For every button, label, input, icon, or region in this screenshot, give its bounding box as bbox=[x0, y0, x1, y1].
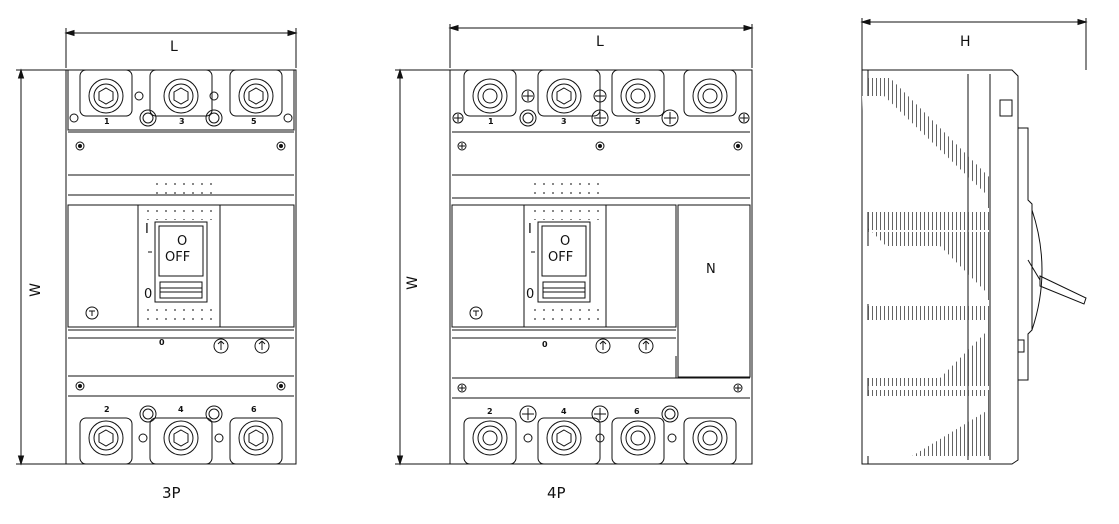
neutral-pole bbox=[677, 204, 751, 378]
side-handle bbox=[1039, 275, 1087, 305]
dimension-label-length: L bbox=[170, 39, 178, 55]
handle-state-symbol: O bbox=[560, 234, 570, 249]
dimension-width-4p bbox=[395, 68, 450, 466]
breaker-handle-4p bbox=[537, 221, 591, 303]
terminal-label-top: 5 bbox=[635, 117, 641, 126]
handle-off-mark: 0 bbox=[526, 287, 534, 302]
dimension-height-side bbox=[860, 18, 1088, 70]
terminal-label-top: 3 bbox=[179, 117, 185, 126]
terminal-label-bottom: 4 bbox=[561, 407, 567, 416]
handle-state-symbol: O bbox=[177, 234, 187, 249]
terminal-block-top-3p bbox=[69, 69, 293, 127]
terminal-block-bottom-3p bbox=[79, 405, 283, 465]
terminal-label-bottom: 2 bbox=[104, 405, 110, 414]
dimension-length-4p bbox=[448, 24, 754, 68]
side-clip bbox=[999, 99, 1013, 117]
trip-label: 0 bbox=[159, 338, 165, 347]
terminal-block-bottom-4p bbox=[463, 405, 737, 465]
terminal-label-bottom: 4 bbox=[178, 405, 184, 414]
handle-on-mark: I bbox=[145, 222, 149, 237]
dimension-width-3p bbox=[16, 68, 66, 466]
handle-state-text: OFF bbox=[548, 250, 573, 265]
neutral-label: N bbox=[706, 262, 716, 277]
terminal-label-top: 1 bbox=[104, 117, 110, 126]
handle-state-text: OFF bbox=[165, 250, 190, 265]
side-cover-arc bbox=[1031, 209, 1043, 331]
dimension-length-3p bbox=[64, 28, 298, 68]
terminal-label-top: 5 bbox=[251, 117, 257, 126]
view-3p: L W 1 3 bbox=[16, 28, 298, 466]
terminal-label-top: 1 bbox=[488, 117, 494, 126]
terminal-screw-top bbox=[88, 78, 274, 114]
test-button-icon bbox=[469, 306, 483, 320]
handle-area-4p bbox=[523, 204, 607, 328]
terminal-label-bottom: 2 bbox=[487, 407, 493, 416]
terminal-label-bottom: 6 bbox=[634, 407, 640, 416]
terminal-label-bottom: 6 bbox=[251, 405, 257, 414]
accessory-icon bbox=[213, 338, 270, 354]
dimension-label-width: W bbox=[405, 276, 421, 290]
handle-on-mark: I bbox=[528, 222, 532, 237]
dimension-label-length: L bbox=[596, 34, 604, 50]
handle-off-mark: 0 bbox=[144, 287, 152, 302]
dimension-label-width: W bbox=[28, 283, 44, 297]
view-side: H bbox=[860, 18, 1088, 465]
trip-label: 0 bbox=[542, 340, 548, 349]
caption-4p: 4P bbox=[547, 484, 566, 502]
accessory-icon bbox=[595, 338, 654, 354]
breaker-handle-3p bbox=[154, 221, 208, 303]
terminal-label-top: 3 bbox=[561, 117, 567, 126]
view-4p: L W 1 3 5 bbox=[395, 24, 754, 466]
caption-3p: 3P bbox=[162, 484, 181, 502]
terminal-block-top-4p bbox=[452, 69, 750, 127]
breaker-body-4p bbox=[449, 69, 753, 465]
dimension-label-height: H bbox=[960, 34, 971, 50]
test-button-icon bbox=[85, 306, 99, 320]
handle-area-3p bbox=[137, 204, 221, 328]
